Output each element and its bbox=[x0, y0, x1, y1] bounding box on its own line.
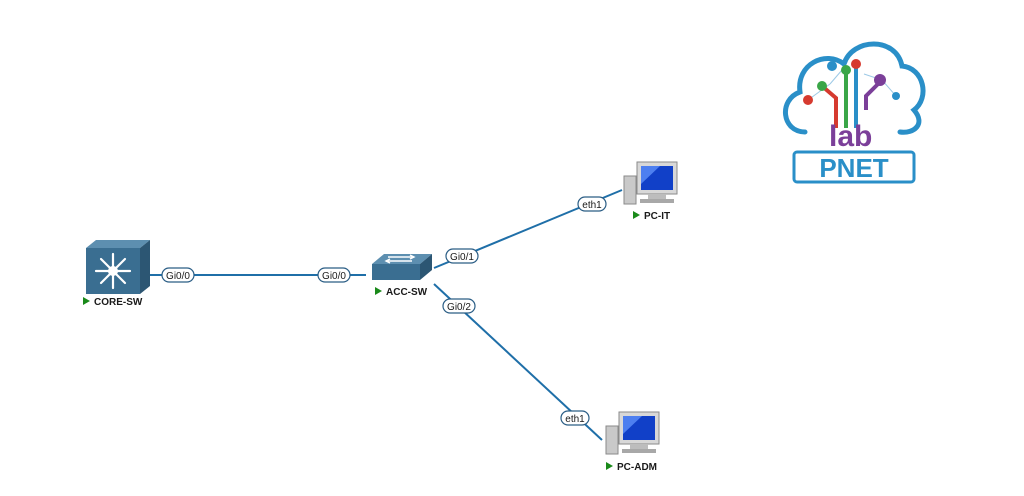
logo-lab-text: lab bbox=[829, 120, 872, 153]
status-running-icon bbox=[375, 287, 382, 295]
port-label-pcit-eth1[interactable]: eth1 bbox=[577, 196, 607, 212]
port-label-core-gi00[interactable]: Gi0/0 bbox=[161, 267, 195, 283]
port-label-acc-gi00[interactable]: Gi0/0 bbox=[317, 267, 351, 283]
node-pc-it[interactable]: PC-IT bbox=[623, 161, 678, 222]
node-label: ACC-SW bbox=[386, 287, 428, 298]
cloud-icon bbox=[782, 41, 926, 135]
node-pc-adm[interactable]: PC-ADM bbox=[605, 411, 660, 473]
node-label: CORE-SW bbox=[94, 297, 143, 308]
svg-text:Gi0/1: Gi0/1 bbox=[450, 252, 474, 263]
status-running-icon bbox=[83, 297, 90, 305]
l3-switch-icon bbox=[86, 240, 150, 294]
svg-text:eth1: eth1 bbox=[582, 200, 602, 211]
port-label-pcadm-eth1[interactable]: eth1 bbox=[560, 410, 590, 426]
svg-text:Gi0/2: Gi0/2 bbox=[447, 302, 471, 313]
svg-text:Gi0/0: Gi0/0 bbox=[166, 271, 190, 282]
pc-icon bbox=[623, 161, 678, 205]
l2-switch-icon bbox=[372, 254, 432, 280]
port-label-acc-gi02[interactable]: Gi0/2 bbox=[442, 298, 476, 314]
node-core-sw[interactable]: CORE-SW bbox=[83, 240, 150, 308]
node-label: PC-ADM bbox=[617, 462, 657, 473]
logo-pnet-text: PNET bbox=[819, 153, 888, 183]
status-running-icon bbox=[606, 462, 613, 470]
status-running-icon bbox=[633, 211, 640, 219]
port-labels: Gi0/0 Gi0/0 Gi0/1 eth1 Gi0/2 eth1 bbox=[161, 196, 607, 426]
pc-icon bbox=[605, 411, 660, 455]
port-label-acc-gi01[interactable]: Gi0/1 bbox=[445, 248, 479, 264]
node-acc-sw[interactable]: ACC-SW bbox=[372, 254, 432, 298]
svg-text:Gi0/0: Gi0/0 bbox=[322, 271, 346, 282]
node-label: PC-IT bbox=[644, 211, 670, 222]
pnet-lab-logo: lab PNET bbox=[782, 41, 926, 184]
svg-text:eth1: eth1 bbox=[565, 414, 585, 425]
links bbox=[142, 189, 623, 441]
